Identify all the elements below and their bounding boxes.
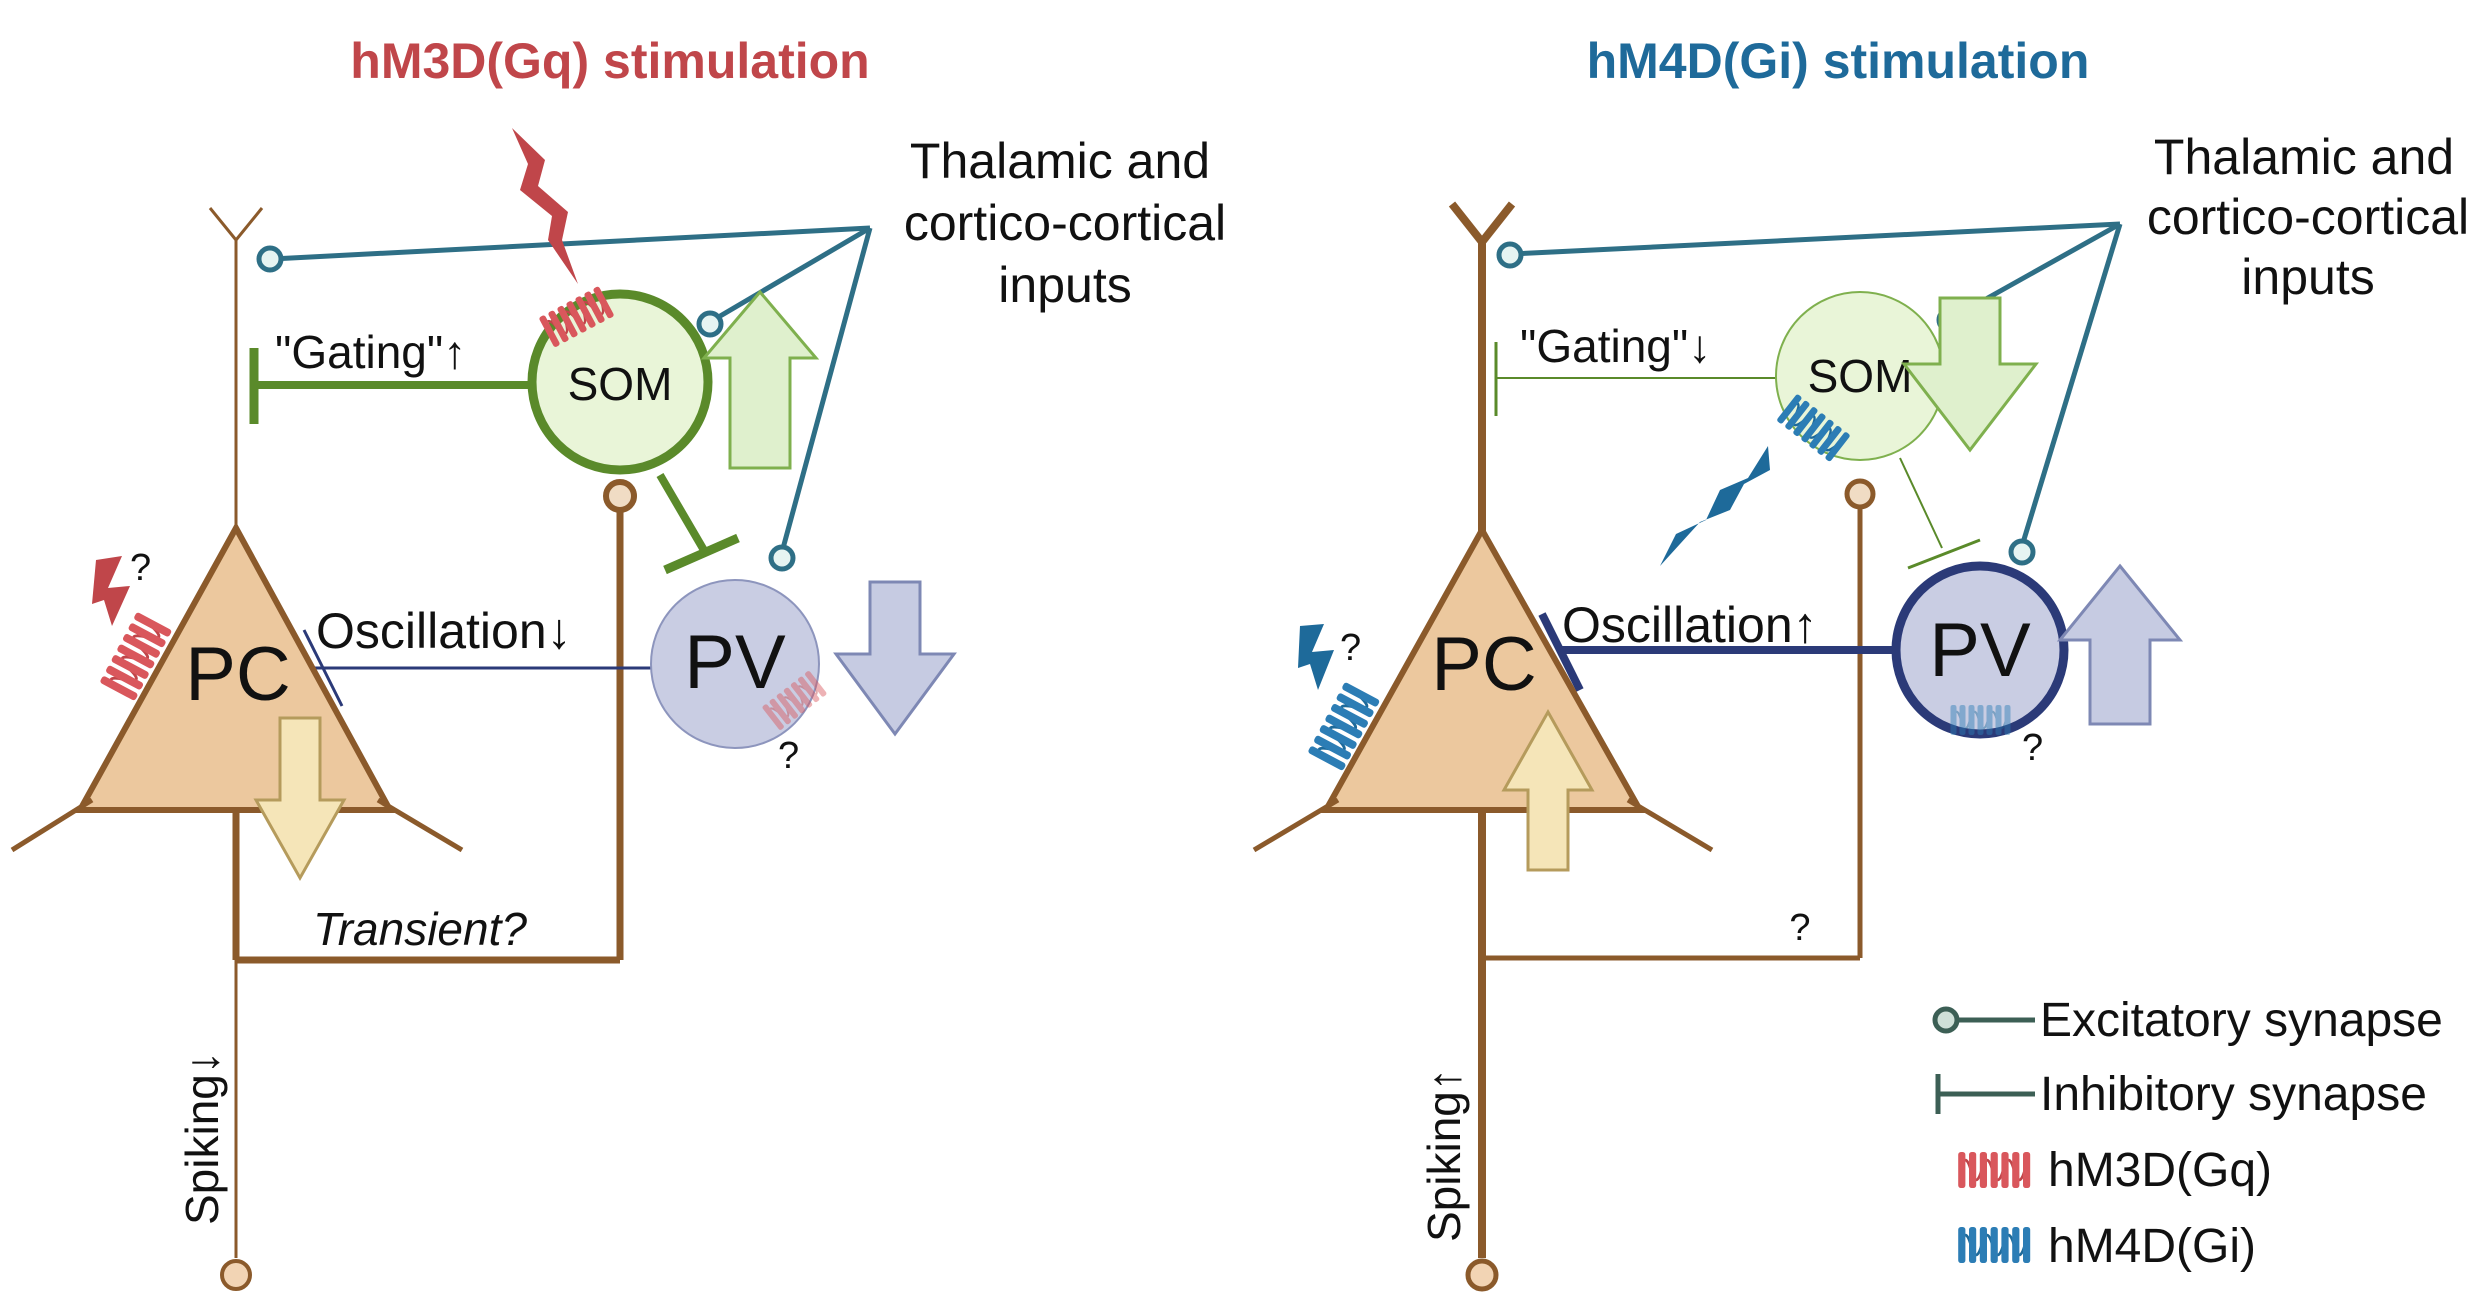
right-loop-question: ? [1789, 907, 1810, 949]
legend-excitatory-label: Excitatory synapse [2040, 994, 2443, 1047]
left-pc-dendrite [208, 207, 264, 530]
right-pc-question: ? [1340, 627, 1361, 669]
right-inputs-line2: cortico-cortical [2147, 189, 2469, 245]
legend-excitatory-icon [1932, 1006, 2035, 1034]
left-transient-label: Transient? [313, 903, 527, 955]
left-som-pv-synapse [656, 472, 740, 575]
left-pc-basal-dendrite-right [376, 797, 464, 853]
right-som-lightning [1660, 446, 1770, 566]
left-synapse-som [696, 310, 724, 338]
right-som-pv-synapse [1899, 457, 1981, 570]
legend-gi-label: hM4D(Gi) [2048, 1220, 2256, 1273]
left-oscillation-label: Oscillation↓ [316, 603, 572, 659]
right-oscillation-label: Oscillation↑ [1562, 597, 1818, 653]
right-panel: hM4D(Gi) stimulation Thalamic and cortic… [1252, 33, 2469, 1292]
left-inputs-line3: inputs [998, 257, 1131, 313]
left-pc-question: ? [130, 547, 151, 589]
left-pc-label: PC [185, 632, 291, 717]
right-pc-basal-dendrite-right [1626, 797, 1714, 853]
left-spiking-label: Spiking↓ [176, 1051, 228, 1225]
right-axon-terminal [1465, 1258, 1499, 1292]
left-som-lightning [512, 128, 578, 284]
right-synapse-pc-dendrite [1496, 241, 1524, 269]
left-som-up-arrow [700, 289, 820, 470]
left-synapse-pc-dendrite [256, 245, 284, 273]
legend-inhibitory-icon [1935, 1074, 2035, 1114]
left-axon-terminal [220, 1259, 252, 1291]
left-pv-label: PV [684, 620, 786, 705]
right-pc-dendrite [1448, 201, 1516, 535]
right-title: hM4D(Gi) stimulation [1587, 33, 2090, 89]
left-pc-lightning [92, 556, 130, 626]
left-som-label: SOM [568, 358, 673, 410]
right-pv-up-arrow [2056, 563, 2184, 726]
legend-gq-label: hM3D(Gq) [2048, 1144, 2272, 1197]
left-inputs-line2: cortico-cortical [904, 195, 1226, 251]
left-pc-pv-collateral-synapse [603, 479, 637, 513]
left-synapse-pv [768, 544, 796, 572]
left-panel: hM3D(Gq) stimulation Thalamic and cortic… [10, 33, 1226, 1291]
right-pc-basal-dendrite-left [1252, 797, 1340, 853]
right-synapse-pv [2008, 538, 2036, 566]
right-som-down-arrow [1900, 296, 2040, 453]
right-pc-pv-collateral-synapse [1844, 478, 1876, 510]
left-pv-down-arrow [833, 580, 957, 737]
right-pv-question: ? [2022, 727, 2043, 769]
left-som-gating-synapse [249, 348, 540, 424]
left-pv-pc-synapse [302, 629, 660, 707]
left-excitatory-inputs [256, 225, 873, 572]
right-pv-label: PV [1929, 608, 2031, 693]
left-inputs-line1: Thalamic and [910, 133, 1210, 189]
right-pc-lightning [1298, 624, 1334, 690]
right-pc-up-arrow [1501, 708, 1595, 872]
left-title: hM3D(Gq) stimulation [350, 33, 869, 89]
right-som-gating-synapse [1494, 342, 1780, 416]
right-pc-axon [1465, 478, 1876, 1292]
legend-inhibitory-label: Inhibitory synapse [2040, 1068, 2427, 1121]
left-pv-question: ? [778, 735, 799, 777]
legend-gi-icon [1956, 1225, 2032, 1265]
right-inputs-line3: inputs [2241, 249, 2374, 305]
left-gating-label: "Gating"↑ [275, 326, 466, 378]
right-pv-receptor-gi [1949, 703, 2012, 737]
left-pc-down-arrow [253, 716, 347, 882]
legend-gq-icon [1956, 1150, 2032, 1190]
right-som-label: SOM [1808, 350, 1913, 402]
left-som-soma [527, 289, 713, 475]
right-inputs-line1: Thalamic and [2154, 129, 2454, 185]
right-pv-pc-synapse [1538, 612, 1900, 692]
right-pc-label: PC [1431, 622, 1537, 707]
left-pc-basal-dendrite-left [10, 797, 94, 853]
right-gating-label: "Gating"↓ [1520, 320, 1711, 372]
right-spiking-label: Spiking↑ [1418, 1068, 1470, 1242]
left-pc-axon [220, 479, 637, 1291]
legend: Excitatory synapse Inhibitory synapse hM… [1932, 994, 2443, 1273]
